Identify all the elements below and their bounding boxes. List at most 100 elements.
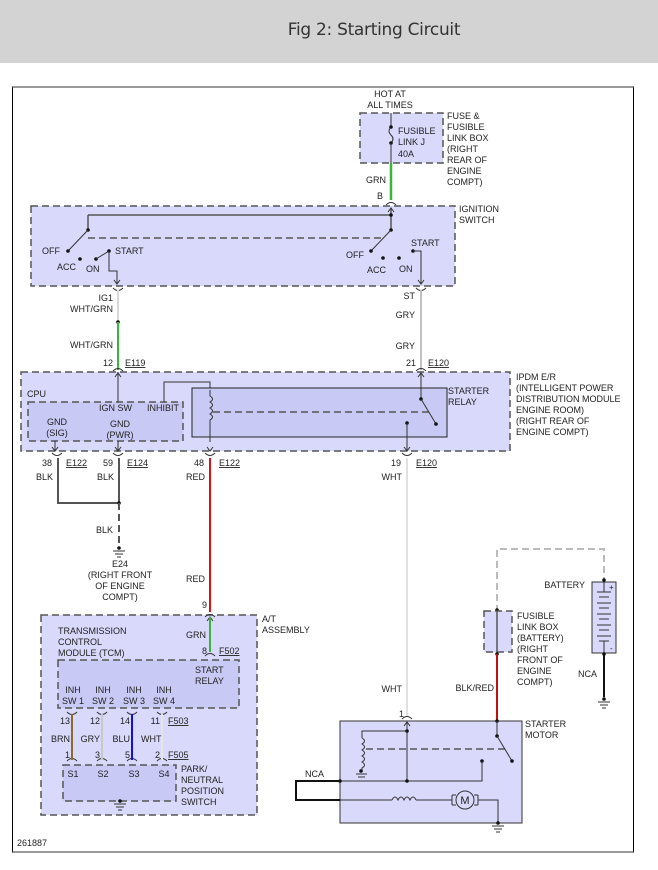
svg-text:HOT AT: HOT AT — [374, 89, 406, 99]
svg-text:COMPT): COMPT) — [447, 177, 483, 187]
battery-fusible-link-label: FUSIBLE LINK BOX (BATTERY) (RIGHT FRONT … — [517, 611, 564, 687]
svg-text:WHT: WHT — [141, 734, 162, 744]
inh-pin-labels: 13 12 14 11 F503 BRN GRY BLU WHT 1 3 5 2… — [51, 716, 189, 760]
ignition-left-positions: OFF ACC ON START — [42, 246, 144, 274]
relay-coil-icon — [209, 390, 213, 442]
svg-text:13: 13 — [60, 716, 70, 726]
ipdm-title: IPDM E/R (INTELLIGENT POWER DISTRIBUTION… — [516, 372, 621, 437]
svg-text:PARK/: PARK/ — [181, 764, 208, 774]
svg-text:INH: INH — [126, 685, 142, 695]
svg-text:START: START — [115, 246, 144, 256]
wire-label-blk-ground: BLK — [96, 525, 113, 535]
svg-text:STARTER: STARTER — [525, 719, 567, 729]
svg-text:ALL TIMES: ALL TIMES — [367, 100, 413, 110]
svg-text:ENGINE COMPT): ENGINE COMPT) — [516, 427, 589, 437]
svg-text:GRY: GRY — [81, 734, 100, 744]
pin-48: 48 — [194, 458, 204, 468]
wire-label-wht-grn-2: WHT/GRN — [70, 340, 113, 350]
svg-text:ACC: ACC — [367, 265, 387, 275]
connector-8 — [204, 653, 216, 657]
svg-text:S3: S3 — [128, 769, 139, 779]
ipdm-pin-12: 12 — [103, 358, 113, 368]
terminal-b-label: B — [377, 191, 383, 201]
svg-text:BRN: BRN — [51, 734, 70, 744]
ground-icon — [113, 550, 125, 558]
cpu-label: CPU — [27, 389, 46, 399]
starter-nca-label: NCA — [305, 769, 324, 779]
wire-label-gry-2: GRY — [396, 341, 415, 351]
inh-switch-labels: INH SW 1 INH SW 2 INH SW 3 INH SW 4 — [62, 685, 175, 706]
ground-wiring: BLK E24 (RIGHT FRONT OF ENGINE COMPT) — [57, 458, 153, 602]
svg-text:(BATTERY): (BATTERY) — [517, 633, 564, 643]
ipdm-conn-e120-top: E120 — [428, 358, 449, 368]
svg-text:OF ENGINE: OF ENGINE — [95, 581, 145, 591]
battery-plus: + — [609, 583, 614, 592]
wire-label-blk-38: BLK — [36, 472, 53, 482]
svg-text:OFF: OFF — [346, 250, 364, 260]
svg-text:(INTELLIGENT POWER: (INTELLIGENT POWER — [516, 383, 614, 393]
svg-text:ENGINE ROOM): ENGINE ROOM) — [516, 405, 584, 415]
gnd-sig-label-2: (SIG) — [46, 428, 68, 438]
ign-sw-label: IGN SW — [99, 403, 133, 413]
svg-text:START: START — [411, 238, 440, 248]
ground-e24-label: E24 — [112, 559, 128, 569]
svg-text:COMPT): COMPT) — [517, 677, 553, 687]
terminal-st-label: ST — [403, 291, 415, 301]
svg-text:ENGINE: ENGINE — [517, 666, 552, 676]
tcm-label: TRANSMISSION CONTROL MODULE (TCM) — [58, 626, 127, 658]
conn-e124: E124 — [127, 458, 148, 468]
wire-label-blk-59: BLK — [97, 472, 114, 482]
conn-e122-b: E122 — [219, 458, 240, 468]
starter-motor-box — [339, 720, 523, 824]
battery-fusible-link-box — [483, 610, 513, 653]
svg-text:40A: 40A — [398, 149, 414, 159]
pin-59: 59 — [103, 458, 113, 468]
start-relay-label-2: RELAY — [195, 676, 224, 686]
ipdm-internal-wiring — [51, 368, 448, 452]
wire-label-red-48: RED — [186, 472, 206, 482]
svg-text:FUSE &: FUSE & — [447, 111, 480, 121]
svg-text:(RIGHT REAR OF: (RIGHT REAR OF — [516, 416, 590, 426]
svg-text:ON: ON — [399, 264, 413, 274]
conn-f505: F505 — [168, 750, 189, 760]
svg-text:MODULE (TCM): MODULE (TCM) — [58, 648, 125, 658]
diagram-frame — [12, 86, 634, 853]
svg-text:LINK BOX: LINK BOX — [447, 133, 489, 143]
field-winding-icon — [391, 796, 417, 802]
fuse-icon — [388, 126, 394, 144]
svg-text:ASSEMBLY: ASSEMBLY — [262, 625, 310, 635]
svg-text:IGNITION: IGNITION — [459, 204, 499, 214]
wire-label-grn: GRN — [366, 175, 386, 185]
svg-text:1: 1 — [65, 750, 70, 760]
svg-text:BLU: BLU — [112, 734, 130, 744]
pnp-ground-icon — [114, 799, 126, 811]
fuse-box-label: FUSE & FUSIBLE LINK BOX (RIGHT REAR OF E… — [447, 111, 489, 187]
connector-9 — [204, 614, 216, 618]
svg-text:ACC: ACC — [57, 262, 77, 272]
battery-cable-dashed — [496, 548, 605, 612]
svg-text:3: 3 — [95, 750, 100, 760]
battery-nca-label: NCA — [578, 669, 597, 679]
svg-text:SWITCH: SWITCH — [459, 215, 495, 225]
pin-19: 19 — [391, 458, 401, 468]
svg-text:14: 14 — [120, 716, 130, 726]
svg-text:LINK BOX: LINK BOX — [517, 622, 559, 632]
terminal-ig1-label: IG1 — [98, 293, 113, 303]
figure-title: Fig 2: Starting Circuit — [287, 20, 461, 40]
battery-minus: - — [610, 644, 613, 653]
start-relay-label: START — [195, 665, 224, 675]
svg-text:ENGINE: ENGINE — [447, 166, 482, 176]
starter-pin-1: 1 — [399, 709, 404, 719]
conn-f502: F502 — [219, 646, 240, 656]
ipdm-pin-21: 21 — [406, 358, 416, 368]
svg-text:INH: INH — [95, 685, 111, 695]
cpu-box — [27, 401, 184, 442]
ignition-switch-panel — [30, 205, 456, 287]
pin-38: 38 — [42, 458, 52, 468]
battery-ground-icon — [598, 697, 610, 709]
svg-text:IPDM E/R: IPDM E/R — [516, 372, 557, 382]
svg-text:S4: S4 — [158, 769, 169, 779]
at-pin-9: 9 — [202, 600, 207, 610]
svg-text:INH: INH — [65, 685, 81, 695]
